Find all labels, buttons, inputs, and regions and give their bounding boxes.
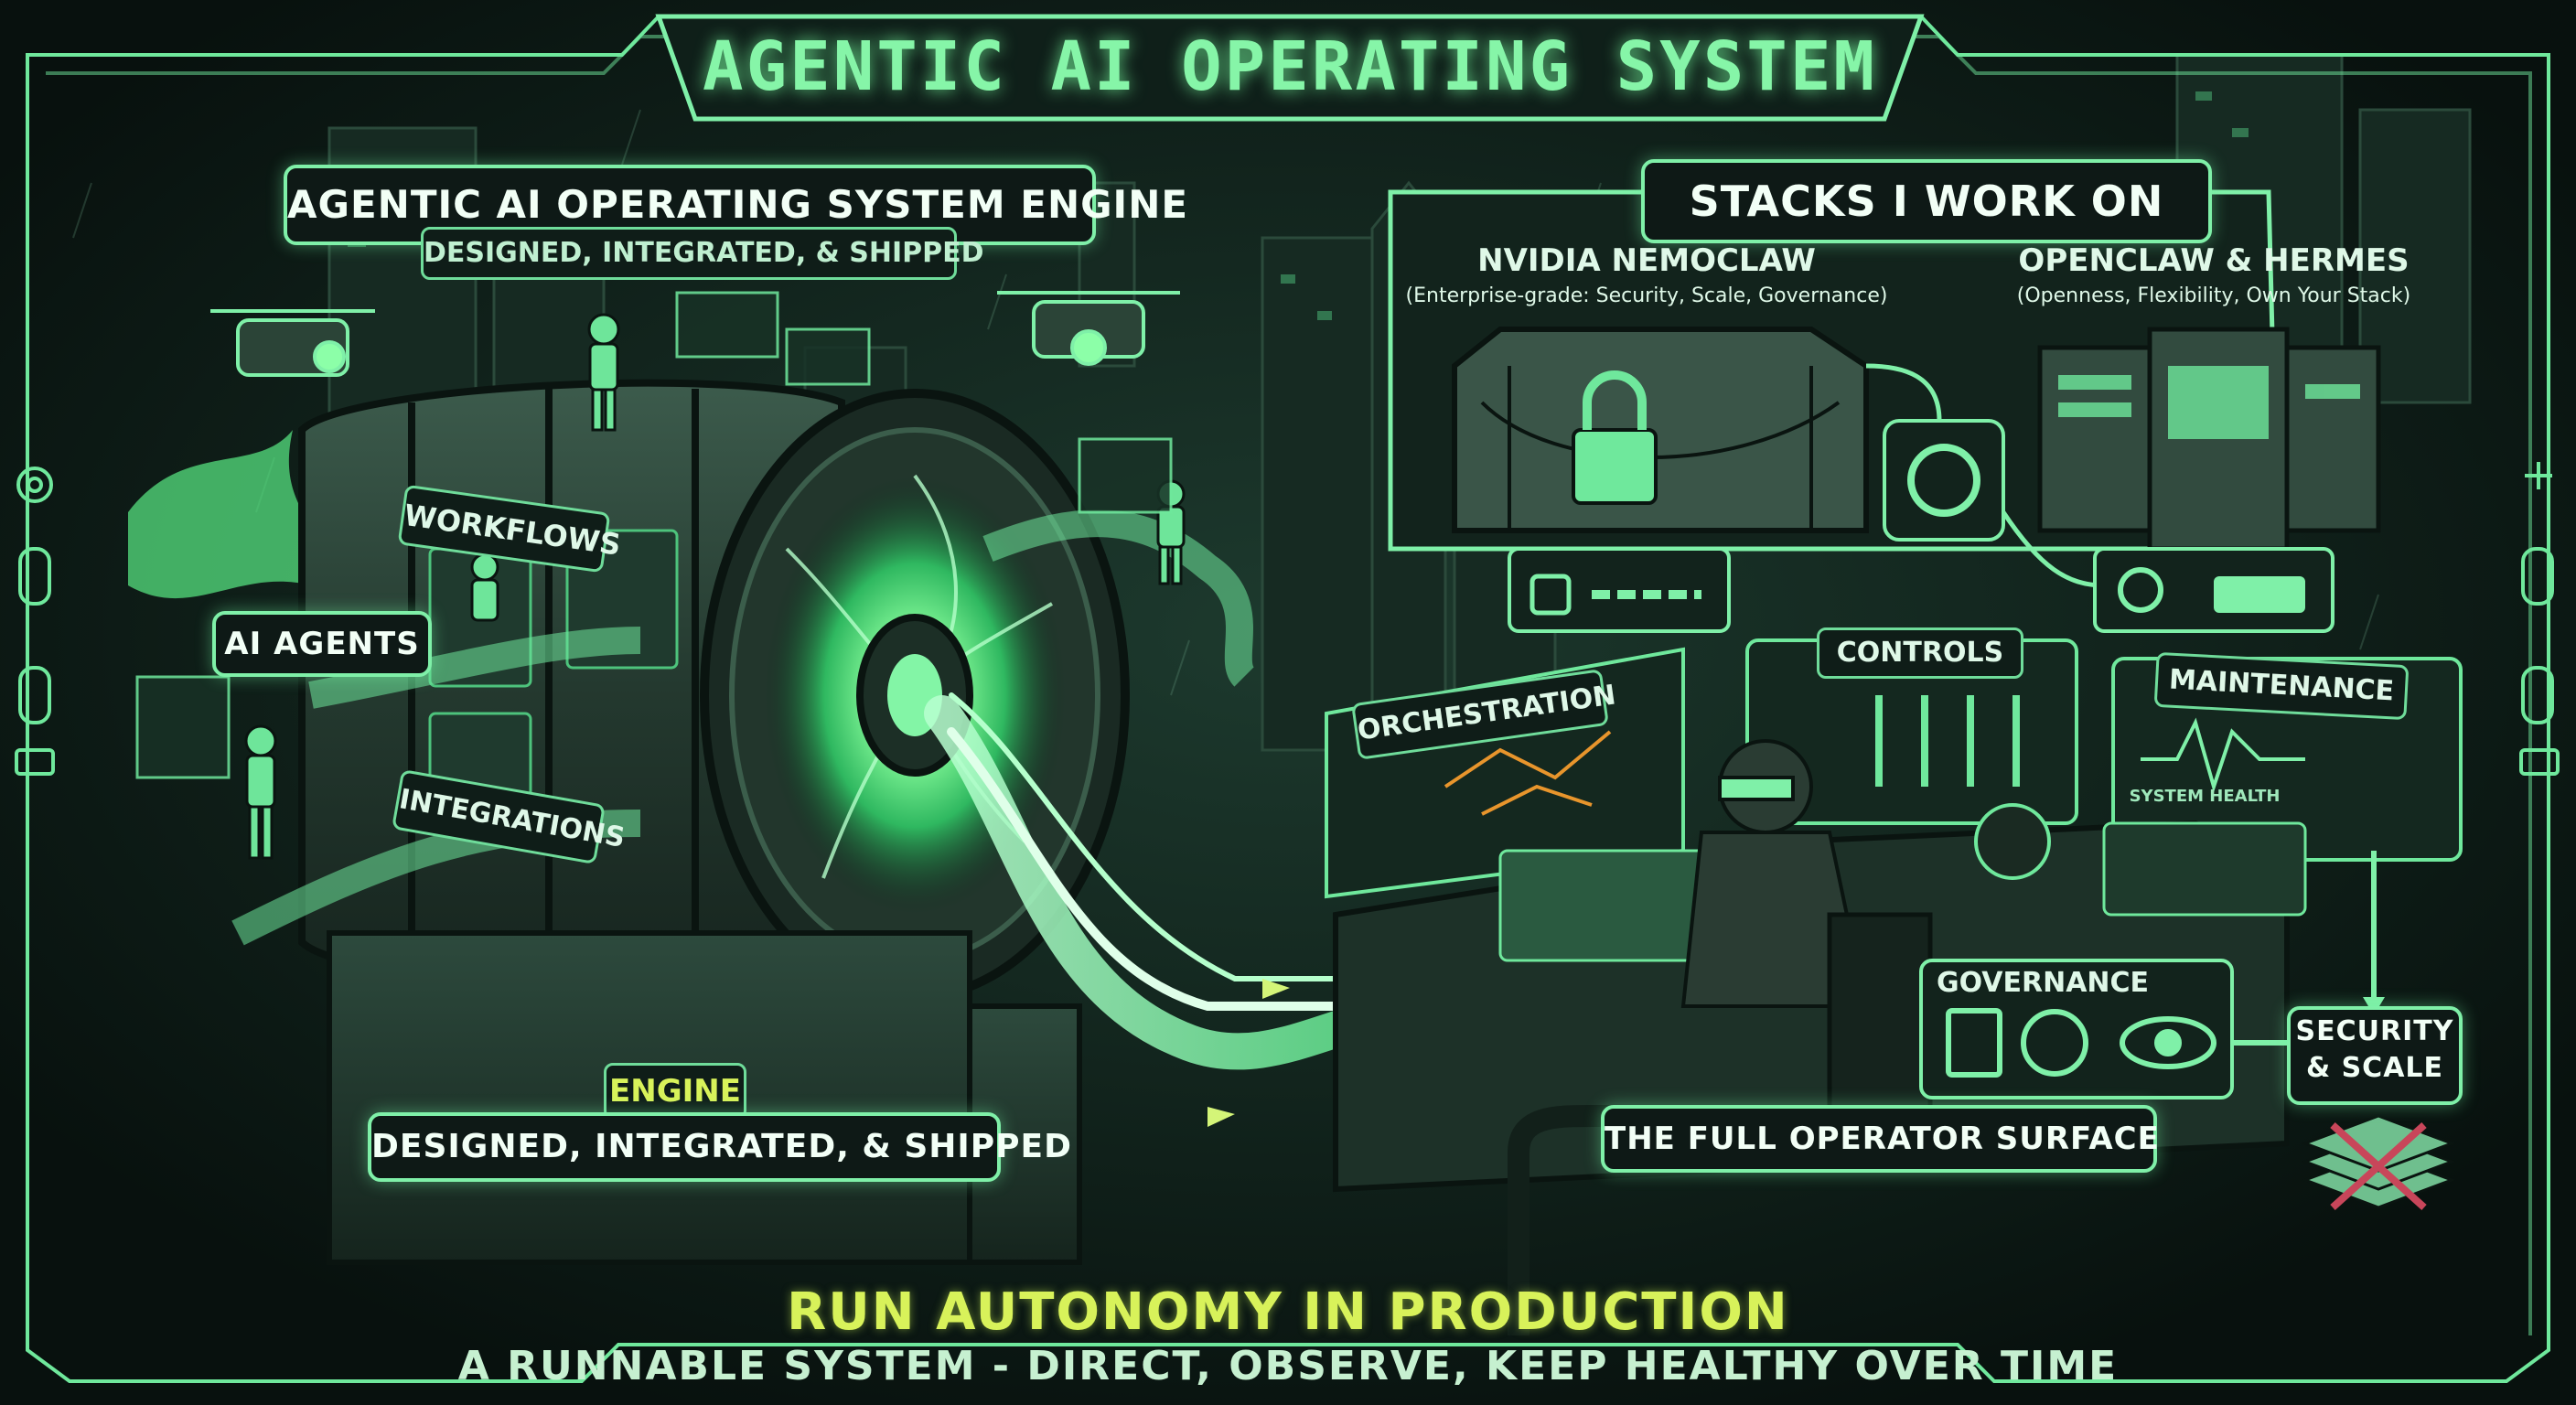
checklist-icon: [1946, 1008, 2002, 1078]
system-health-label: SYSTEM HEALTH: [2129, 787, 2281, 806]
engine-footer-subheading: DESIGNED, INTEGRATED, & SHIPPED: [368, 1112, 1071, 1182]
page-title: AGENTIC AI OPERATING SYSTEM: [703, 27, 1877, 106]
toolbox-icon: [2214, 576, 2305, 613]
padlock-icon: [1530, 574, 1572, 616]
footer-headline: RUN AUTONOMY IN PRODUCTION: [787, 1282, 1789, 1342]
title-frame: [655, 14, 1925, 122]
flow-arrows: [1208, 979, 1290, 1127]
holo-screens: [135, 291, 1173, 779]
security-scale-line1: SECURITY: [2295, 1015, 2454, 1047]
side-decor: [15, 462, 2560, 776]
ai-agent-robots: [244, 313, 1186, 860]
machine-base: [327, 930, 1082, 1265]
operator-surface-label: THE FULL OPERATOR SURFACE: [1601, 1105, 2159, 1173]
nemoclaw-tagline: (Enterprise-grade: Security, Scale, Gove…: [1405, 284, 1888, 307]
security-scale-line2: & SCALE: [2305, 1052, 2444, 1084]
stacks-panel: [1388, 189, 2381, 633]
data-stream: [924, 692, 1409, 1070]
padlock-icon: [1572, 428, 1658, 505]
controls-label: CONTROLS: [1817, 627, 2023, 679]
gear-icon: [2118, 567, 2163, 613]
ai-agents-label: AI AGENTS: [212, 611, 432, 677]
security-scale-label: SECURITY & SCALE: [2287, 1006, 2463, 1105]
governance-label: GOVERNANCE: [1936, 967, 2150, 999]
openclaw-name: OPENCLAW & HERMES: [2018, 242, 2410, 279]
stacks-heading: STACKS I WORK ON: [1641, 159, 2212, 243]
nemoclaw-name: NVIDIA NEMOCLAW: [1477, 242, 1816, 279]
gear-icon: [1907, 444, 1980, 517]
footer-tagline: A RUNNABLE SYSTEM - DIRECT, OBSERVE, KEE…: [457, 1343, 2119, 1389]
eye-icon: [2120, 1016, 2216, 1069]
openclaw-tagline: (Openness, Flexibility, Own Your Stack): [2016, 284, 2411, 307]
engine-subheading: DESIGNED, INTEGRATED, & SHIPPED: [421, 227, 984, 280]
engine-label: ENGINE: [604, 1063, 746, 1120]
verified-badge-icon: [2021, 1009, 2088, 1077]
